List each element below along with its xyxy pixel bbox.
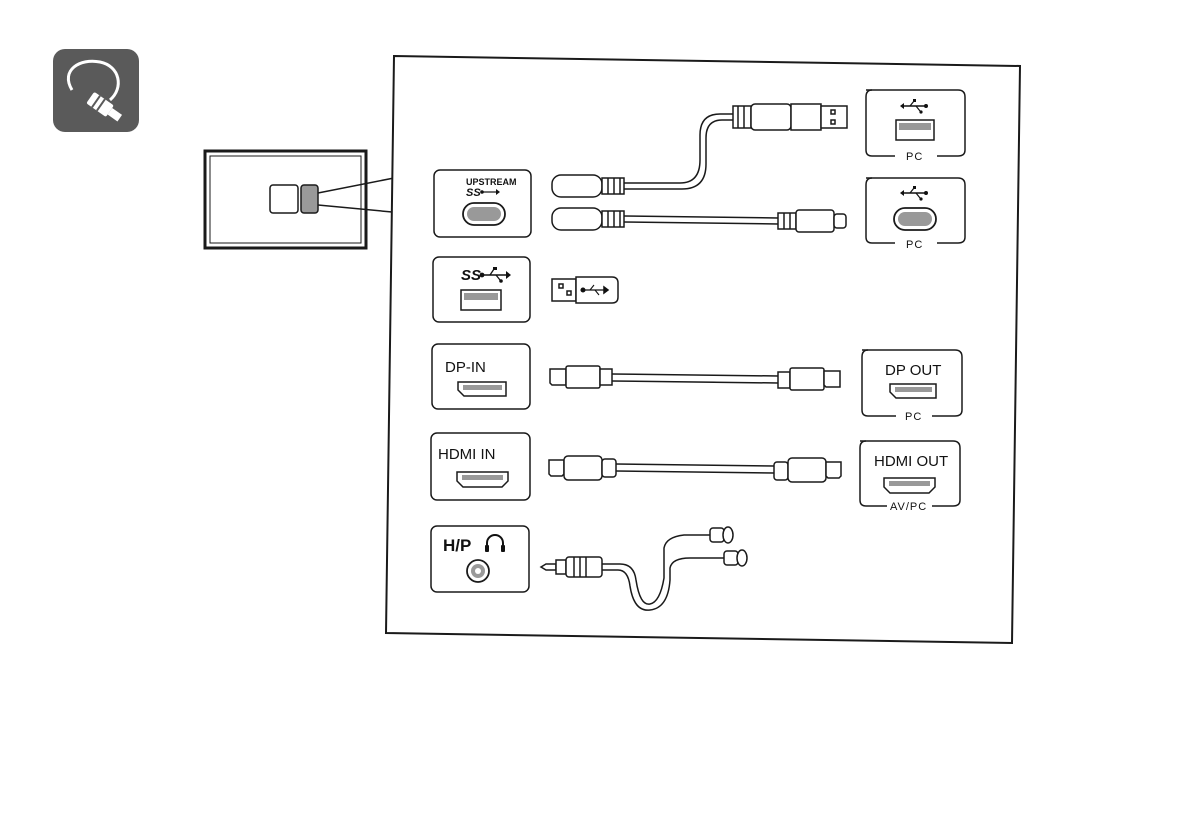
dp-out-sub-label: PC xyxy=(905,411,922,423)
port-usb-a-superspeed: SS xyxy=(433,257,530,322)
svg-text:SS: SS xyxy=(466,187,481,199)
dp-in-label: DP-IN xyxy=(445,359,486,376)
headphone-label: H/P xyxy=(443,536,471,555)
usb-c-pc-label: PC xyxy=(906,239,923,251)
usb-a-pc-label: PC xyxy=(906,151,923,163)
monitor-back-panel xyxy=(205,151,366,248)
upstream-label: UPSTREAM xyxy=(466,177,517,187)
port-dp-in: DP-IN xyxy=(432,344,530,409)
usb-flash-drive xyxy=(552,277,618,303)
port-usb-c-upstream: UPSTREAM SS xyxy=(434,170,531,237)
dp-out-label: DP OUT xyxy=(885,362,941,379)
hdmi-out-sub-label: AV/PC xyxy=(890,501,927,513)
svg-text:SS: SS xyxy=(461,267,481,284)
port-hdmi-in: HDMI IN xyxy=(431,433,530,500)
cable-plug-icon xyxy=(53,49,139,132)
port-headphone: H/P xyxy=(431,526,529,592)
hdmi-out-label: HDMI OUT xyxy=(874,453,948,470)
hdmi-in-label: HDMI IN xyxy=(438,446,496,463)
